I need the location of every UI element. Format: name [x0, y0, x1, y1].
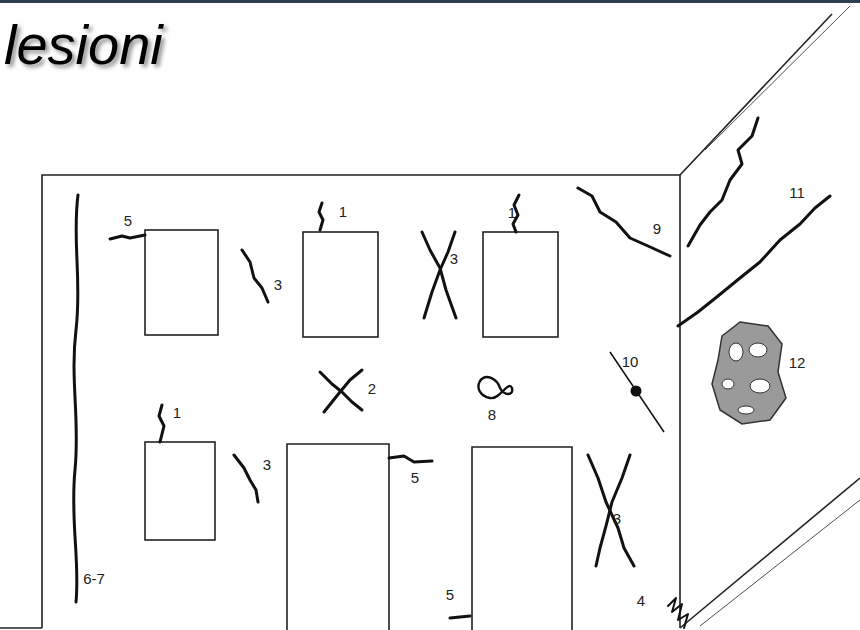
callout-number: 6-7	[83, 571, 105, 586]
front-wall	[42, 175, 680, 628]
hole	[738, 406, 754, 414]
crack	[588, 455, 634, 566]
crack	[596, 455, 630, 566]
base-edge	[680, 478, 860, 628]
window	[483, 232, 558, 337]
window	[145, 442, 215, 540]
callout-number: 5	[124, 213, 132, 228]
base-edge-thin	[700, 500, 860, 626]
spalling	[712, 322, 786, 424]
crack	[688, 118, 758, 246]
callout-number: 3	[450, 251, 458, 266]
callout-number: 4	[637, 593, 645, 608]
window	[145, 230, 218, 335]
callout-number: 11	[789, 185, 805, 200]
callout-number: 10	[622, 354, 639, 369]
crack	[668, 598, 688, 628]
punching-point	[610, 352, 664, 432]
crack	[74, 195, 78, 602]
crack	[324, 370, 362, 412]
crack	[422, 232, 456, 318]
crack	[242, 250, 268, 302]
callout-number: 1	[339, 204, 347, 219]
cracks	[74, 118, 830, 628]
window	[303, 232, 378, 337]
crack	[389, 456, 432, 462]
callout-number: 3	[613, 511, 621, 526]
callout-number: 8	[488, 407, 496, 422]
callout-number: 5	[446, 587, 454, 602]
hole	[722, 379, 734, 389]
spalling-area	[712, 322, 786, 424]
crack	[159, 405, 164, 442]
crack	[110, 235, 145, 239]
dot	[631, 386, 642, 397]
callout-number: 3	[274, 277, 282, 292]
ground-line	[0, 627, 42, 629]
crack	[678, 196, 830, 326]
callout-number: 1	[508, 205, 516, 220]
callout-number: 3	[263, 457, 271, 472]
wall-outlines	[0, 6, 860, 630]
roof-edge	[680, 14, 832, 175]
crack	[578, 188, 670, 256]
hole	[750, 379, 770, 393]
hole	[729, 343, 743, 361]
callout-number: 5	[411, 470, 419, 485]
hole	[749, 343, 767, 357]
crack	[234, 455, 258, 502]
crack-loop	[478, 377, 512, 398]
door	[287, 444, 389, 630]
crack	[424, 232, 455, 318]
roof-edge-thin	[705, 6, 850, 150]
slide-title: lesioni	[4, 12, 163, 77]
callout-number: 12	[789, 355, 806, 370]
top-bar	[0, 0, 860, 3]
callout-number: 2	[368, 381, 376, 396]
callout-number: 1	[173, 405, 181, 420]
crack	[450, 616, 470, 618]
crack-line	[610, 352, 664, 432]
callout-number: 9	[653, 221, 661, 236]
door	[472, 447, 572, 630]
crack	[319, 203, 323, 230]
